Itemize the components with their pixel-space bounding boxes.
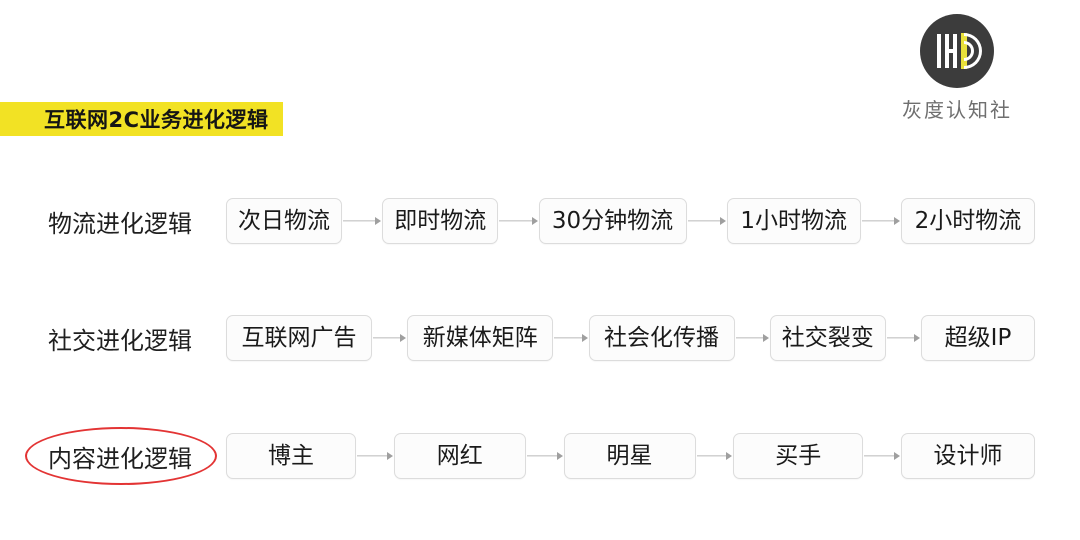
arrow-shaft bbox=[343, 220, 377, 222]
flow-node-list: 互联网广告 新媒体矩阵 社会化传播 社交裂变 超级IP bbox=[226, 315, 1080, 361]
arrow-shaft bbox=[861, 220, 895, 222]
arrow-head bbox=[581, 334, 588, 342]
flow-node[interactable]: 超级IP bbox=[921, 315, 1035, 361]
flow-node-label: 超级IP bbox=[944, 324, 1012, 351]
flow-node-label: 社会化传播 bbox=[604, 324, 719, 351]
arrow-head bbox=[375, 217, 382, 225]
flow-node[interactable]: 次日物流 bbox=[226, 198, 342, 244]
arrow-shaft bbox=[687, 220, 721, 222]
flow-node[interactable]: 博主 bbox=[226, 433, 356, 479]
arrow-head bbox=[531, 217, 538, 225]
arrow-shaft bbox=[554, 337, 583, 339]
flow-node[interactable]: 互联网广告 bbox=[226, 315, 372, 361]
flow-node[interactable]: 社会化传播 bbox=[588, 315, 735, 361]
flow-arrow-icon bbox=[499, 216, 538, 226]
hd-monogram-icon bbox=[920, 14, 994, 88]
flow-node[interactable]: 即时物流 bbox=[382, 198, 499, 244]
flow-node-label: 即时物流 bbox=[394, 207, 487, 234]
flow-node[interactable]: 网红 bbox=[393, 433, 526, 479]
flow-node[interactable]: 社交裂变 bbox=[769, 315, 886, 361]
logo-crossbar bbox=[945, 49, 957, 53]
flow-node-label: 博主 bbox=[268, 442, 314, 469]
arrow-head bbox=[556, 452, 563, 460]
page-title: 互联网2C业务进化逻辑 bbox=[44, 108, 269, 132]
arrow-shaft bbox=[886, 337, 915, 339]
brand-logo: 灰度认知社 bbox=[862, 14, 1052, 122]
flow-arrow-icon bbox=[526, 451, 563, 461]
arrow-shaft bbox=[499, 220, 533, 222]
arrow-head bbox=[719, 217, 726, 225]
flow-arrow-icon bbox=[864, 451, 900, 461]
arrow-head bbox=[762, 334, 769, 342]
arrow-shaft bbox=[373, 337, 402, 339]
arrow-head bbox=[894, 217, 900, 225]
flow-node-label: 买手 bbox=[775, 442, 822, 469]
flow-arrow-icon bbox=[357, 451, 393, 461]
arrow-head bbox=[400, 334, 407, 342]
row-label-group: 物流进化逻辑 bbox=[0, 194, 226, 248]
row-label: 内容进化逻辑 bbox=[48, 444, 192, 473]
arrow-head bbox=[914, 334, 920, 342]
flow-row: 社交进化逻辑 互联网广告 新媒体矩阵 社会化传播 社交裂变 超级IP bbox=[0, 311, 1080, 365]
flow-node[interactable]: 2小时物流 bbox=[901, 198, 1035, 244]
arrow-head bbox=[386, 452, 393, 460]
arrow-shaft bbox=[864, 455, 895, 457]
flow-node-list: 博主 网红 明星 买手 设计师 bbox=[226, 433, 1080, 479]
arrow-head bbox=[894, 452, 900, 460]
flow-arrow-icon bbox=[687, 216, 726, 226]
flow-node[interactable]: 买手 bbox=[733, 433, 864, 479]
flow-node[interactable]: 新媒体矩阵 bbox=[407, 315, 554, 361]
flow-node-label: 互联网广告 bbox=[241, 324, 357, 351]
brand-name: 灰度认知社 bbox=[902, 98, 1012, 122]
flow-node[interactable]: 设计师 bbox=[901, 433, 1035, 479]
arrow-shaft bbox=[357, 455, 388, 457]
arrow-shaft bbox=[526, 455, 558, 457]
flow-node[interactable]: 明星 bbox=[563, 433, 696, 479]
flow-arrow-icon bbox=[373, 333, 407, 343]
flow-node-label: 次日物流 bbox=[238, 207, 330, 234]
row-label: 物流进化逻辑 bbox=[48, 209, 192, 238]
flow-node-label: 设计师 bbox=[933, 442, 1003, 469]
flow-node-label: 2小时物流 bbox=[914, 207, 1022, 234]
arrow-shaft bbox=[696, 455, 728, 457]
title-banner: 互联网2C业务进化逻辑 bbox=[0, 102, 283, 136]
row-label: 社交进化逻辑 bbox=[48, 326, 192, 355]
row-label-group: 内容进化逻辑 bbox=[0, 427, 226, 485]
flow-arrow-icon bbox=[696, 451, 733, 461]
flow-node-label: 新媒体矩阵 bbox=[422, 324, 538, 351]
arrow-head bbox=[726, 452, 733, 460]
flow-node-label: 社交裂变 bbox=[781, 324, 874, 351]
flow-row: 内容进化逻辑 博主 网红 明星 买手 设计师 bbox=[0, 427, 1080, 485]
flow-arrow-icon bbox=[735, 333, 769, 343]
arrow-shaft bbox=[735, 337, 764, 339]
flow-arrow-icon bbox=[861, 216, 900, 226]
logo-bar-1 bbox=[937, 34, 941, 68]
flow-arrow-icon bbox=[343, 216, 382, 226]
flow-node-label: 网红 bbox=[436, 442, 483, 469]
flow-arrow-icon bbox=[554, 333, 588, 343]
flow-row: 物流进化逻辑 次日物流 即时物流 30分钟物流 1小时物流 2小时物流 bbox=[0, 194, 1080, 248]
flow-node[interactable]: 1小时物流 bbox=[726, 198, 861, 244]
flow-node-label: 30分钟物流 bbox=[551, 207, 674, 234]
flow-node[interactable]: 30分钟物流 bbox=[538, 198, 687, 244]
logo-arc-inner bbox=[964, 41, 974, 61]
flow-node-label: 明星 bbox=[606, 442, 653, 469]
flow-node-label: 1小时物流 bbox=[740, 207, 848, 234]
row-label-group: 社交进化逻辑 bbox=[0, 311, 226, 365]
flow-arrow-icon bbox=[886, 333, 920, 343]
flow-node-list: 次日物流 即时物流 30分钟物流 1小时物流 2小时物流 bbox=[226, 198, 1080, 244]
